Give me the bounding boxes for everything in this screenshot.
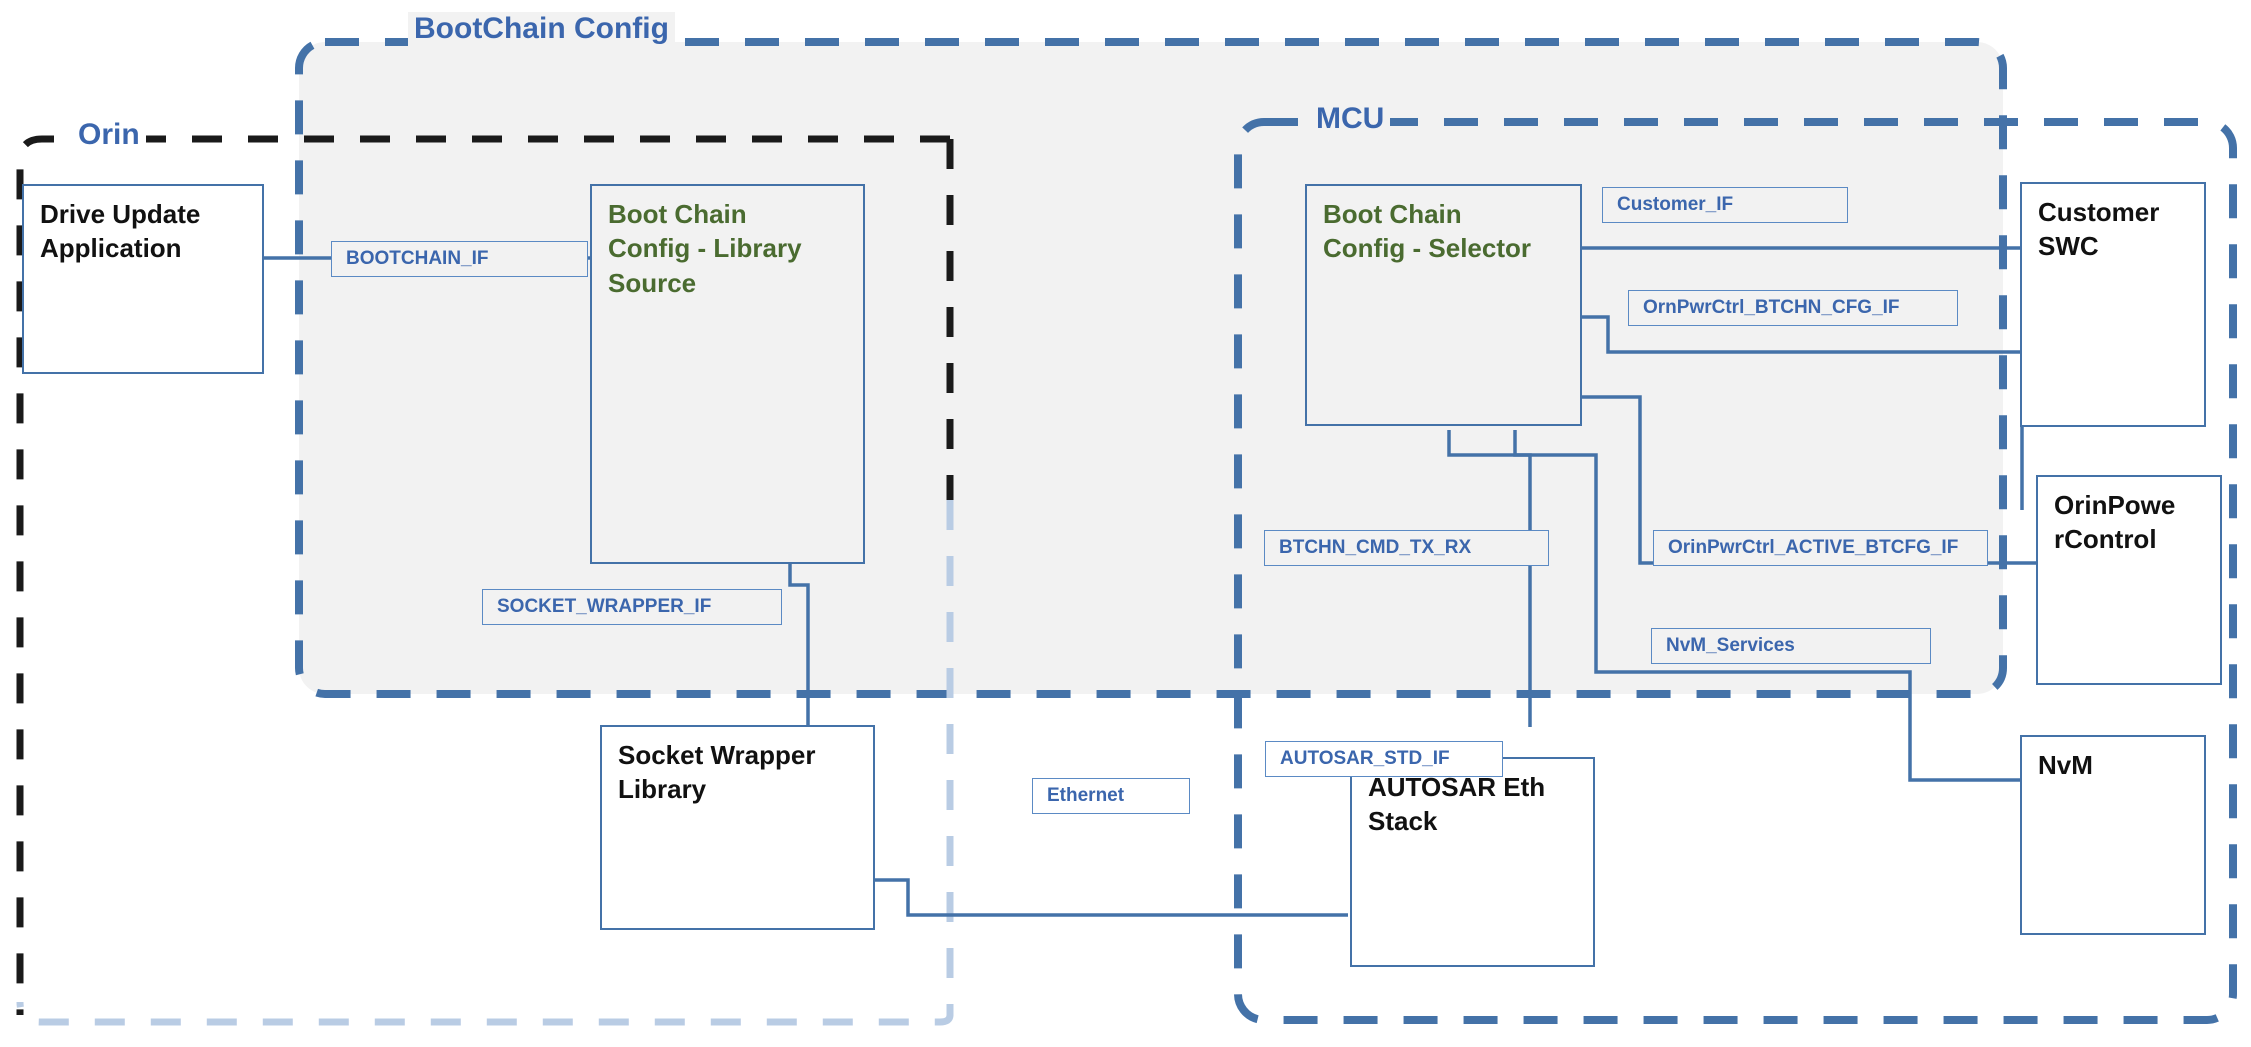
- wire-ornpwrctrl-btchn-cfg-if: [1580, 315, 2024, 510]
- node-label: Socket Wrapper Library: [618, 740, 816, 805]
- mcu-zone-border: [1234, 118, 2237, 1024]
- node-boot-chain-config-library-source[interactable]: Boot Chain Config - Library Source: [590, 184, 865, 564]
- node-label: Customer SWC: [2038, 197, 2160, 262]
- interface-socket-wrapper-if[interactable]: SOCKET_WRAPPER_IF: [482, 589, 782, 625]
- node-label: NvM: [2038, 750, 2093, 780]
- interface-bootchain-if[interactable]: BOOTCHAIN_IF: [331, 241, 588, 277]
- node-boot-chain-config-selector[interactable]: Boot Chain Config - Selector: [1305, 184, 1582, 426]
- interface-autosar-std-if[interactable]: AUTOSAR_STD_IF: [1265, 741, 1503, 777]
- node-socket-wrapper-library[interactable]: Socket Wrapper Library: [600, 725, 875, 930]
- node-nvm[interactable]: NvM: [2020, 735, 2206, 935]
- bootchain-config-zone-border: [295, 38, 2007, 698]
- interface-ornpwrctrl-btchn-cfg-if[interactable]: OrnPwrCtrl_BTCHN_CFG_IF: [1628, 290, 1958, 326]
- zone-title-mcu: MCU: [1310, 102, 1391, 136]
- node-orin-power-control[interactable]: OrinPowe rControl: [2036, 475, 2222, 685]
- interface-nvm-services[interactable]: NvM_Services: [1651, 628, 1931, 664]
- interface-orinpwrctrl-active-btcfg-if[interactable]: OrinPwrCtrl_ACTIVE_BTCFG_IF: [1653, 530, 1988, 566]
- node-autosar-eth-stack[interactable]: AUTOSAR Eth Stack: [1350, 757, 1595, 967]
- wire-socket-wrapper-if: [788, 563, 810, 725]
- wire-btchn-cmd-tx-rx: [1447, 430, 1532, 727]
- wire-nvm-services: [1513, 430, 2020, 782]
- orin-zone-border-top: [16, 135, 950, 1015]
- node-label: Drive Update Application: [40, 199, 201, 264]
- node-label: OrinPowe rControl: [2054, 490, 2176, 555]
- node-label: Boot Chain Config - Selector: [1323, 199, 1532, 264]
- zone-title-orin: Orin: [72, 118, 146, 152]
- node-drive-update-application[interactable]: Drive Update Application: [22, 184, 264, 374]
- interface-btchn-cmd-tx-rx[interactable]: BTCHN_CMD_TX_RX: [1264, 530, 1549, 566]
- interface-ethernet[interactable]: Ethernet: [1032, 778, 1190, 814]
- zone-title-bootchain-config: BootChain Config: [408, 12, 675, 46]
- node-customer-swc[interactable]: Customer SWC: [2020, 182, 2206, 427]
- orin-zone-border-bottom: [16, 500, 954, 1026]
- node-label: AUTOSAR Eth Stack: [1368, 772, 1546, 837]
- interface-customer-if[interactable]: Customer_IF: [1602, 187, 1848, 223]
- wire-ethernet: [874, 878, 1348, 917]
- node-label: Boot Chain Config - Library Source: [608, 199, 802, 298]
